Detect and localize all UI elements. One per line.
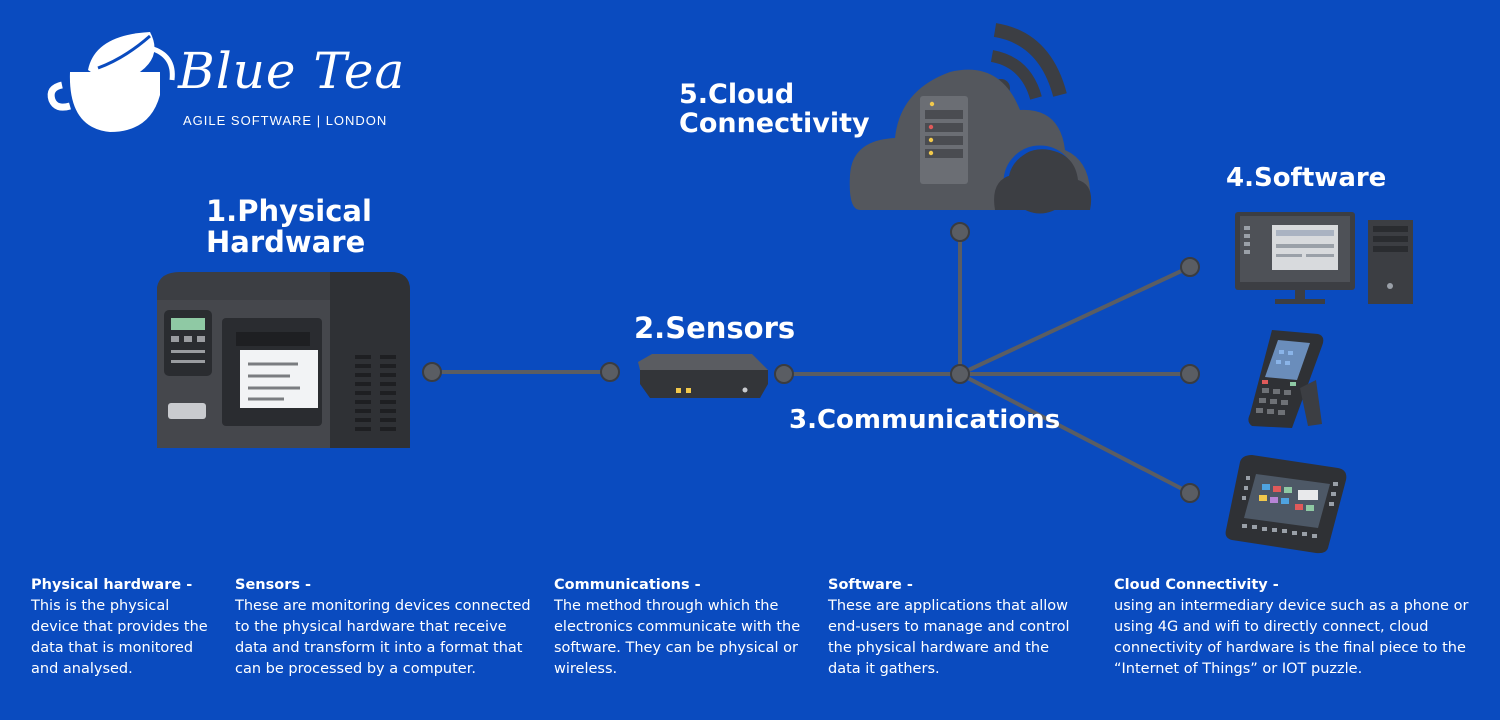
teacup-logo-icon	[47, 32, 175, 132]
node-title-hardware-line2: Hardware	[206, 225, 366, 260]
logo-name: Blue Tea	[178, 42, 406, 100]
node-title-hardware-line1: 1.Physical	[206, 194, 372, 228]
desktop-computer-icon	[1235, 212, 1413, 304]
handheld-scanner-icon	[1248, 330, 1324, 428]
connector-dots	[422, 222, 1200, 503]
cloud-server-icon	[849, 23, 1092, 219]
description-heading: Software -	[828, 577, 913, 593]
description-communications: Communications - The method through whic…	[554, 575, 804, 680]
description-body: using an intermediary device such as a p…	[1114, 598, 1469, 677]
node-title-communications: 3.Communications	[789, 405, 1061, 435]
description-body: These are monitoring devices connected t…	[235, 598, 531, 677]
description-heading: Physical hardware -	[31, 577, 193, 593]
description-body: The method through which the electronics…	[554, 598, 801, 677]
node-title-hardware: 1.Physical Hardware	[206, 194, 372, 260]
description-sensors: Sensors - These are monitoring devices c…	[235, 575, 535, 680]
connector-lines	[432, 232, 1191, 495]
description-heading: Sensors -	[235, 577, 312, 593]
printer-icon	[157, 272, 410, 448]
description-heading: Communications -	[554, 577, 701, 593]
description-hardware: Physical hardware - This is the physical…	[31, 575, 221, 680]
node-title-software: 4.Software	[1226, 163, 1387, 193]
sensor-box-icon	[638, 354, 768, 398]
node-title-cloud-line2: Connectivity	[679, 108, 870, 140]
node-title-cloud: 5.Cloud Connectivity	[679, 80, 870, 138]
description-body: These are applications that allow end-us…	[828, 598, 1070, 677]
description-body: This is the physical device that provide…	[31, 598, 208, 677]
description-heading: Cloud Connectivity -	[1114, 577, 1279, 593]
node-title-cloud-line1: 5.Cloud	[679, 79, 795, 110]
node-title-sensors: 2.Sensors	[634, 311, 796, 345]
description-cloud: Cloud Connectivity - using an intermedia…	[1114, 575, 1474, 680]
rugged-tablet-icon	[1225, 455, 1347, 554]
description-software: Software - These are applications that a…	[828, 575, 1083, 680]
logo-tagline: AGILE SOFTWARE | LONDON	[183, 113, 388, 128]
